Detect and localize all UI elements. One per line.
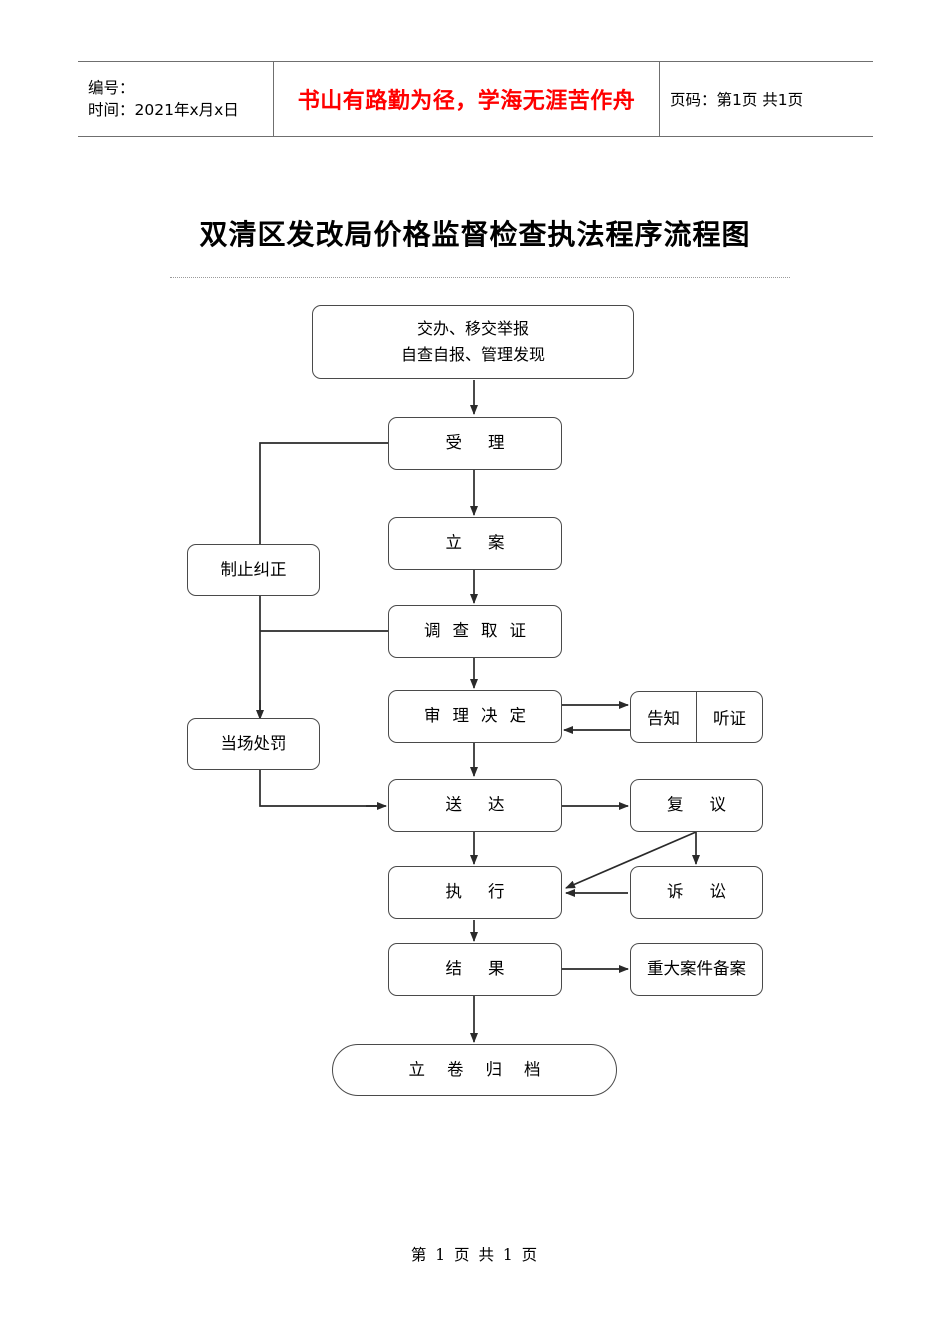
page-title: 双清区发改局价格监督检查执法程序流程图 xyxy=(199,218,751,251)
node-notify[interactable]: 告知 xyxy=(631,692,697,742)
node-accept[interactable]: 受理 xyxy=(388,417,562,470)
node-major-case-record[interactable]: 重大案件备案 xyxy=(630,943,763,996)
node-litigation[interactable]: 诉讼 xyxy=(630,866,763,919)
node-stop-correct[interactable]: 制止纠正 xyxy=(187,544,320,596)
node-archive[interactable]: 立卷归档 xyxy=(332,1044,617,1096)
header-cell-motto: 书山有路勤为径，学海无涯苦作舟 xyxy=(274,62,660,136)
header-cell-pagination: 页码：第1页 共1页 xyxy=(660,62,873,136)
node-source-line2: 自查自报、管理发现 xyxy=(400,345,545,364)
header-id-label: 编号： xyxy=(88,78,135,97)
header-page-info: 页码：第1页 共1页 xyxy=(670,91,804,109)
node-file-case[interactable]: 立案 xyxy=(388,517,562,570)
node-on-spot-penalty[interactable]: 当场处罚 xyxy=(187,718,320,770)
node-result[interactable]: 结果 xyxy=(388,943,562,996)
header-motto: 书山有路勤为径，学海无涯苦作舟 xyxy=(297,88,636,114)
node-investigate[interactable]: 调查取证 xyxy=(388,605,562,658)
page-footer: 第 1 页 共 1 页 xyxy=(410,1246,540,1264)
title-dotted-rule xyxy=(170,277,790,278)
node-hearing[interactable]: 听证 xyxy=(713,709,746,728)
node-notify-hearing[interactable]: 告知 听证 xyxy=(630,691,763,743)
document-header-table: 编号： 时间：2021年x月x日 书山有路勤为径，学海无涯苦作舟 页码：第1页 … xyxy=(78,61,873,137)
header-time-label: 时间：2021年x月x日 xyxy=(88,101,239,119)
node-execute[interactable]: 执行 xyxy=(388,866,562,919)
header-cell-meta: 编号： 时间：2021年x月x日 xyxy=(78,62,274,136)
node-source[interactable]: 交办、移交举报 自查自报、管理发现 xyxy=(312,305,634,379)
node-deliver[interactable]: 送达 xyxy=(388,779,562,832)
node-reconsider[interactable]: 复议 xyxy=(630,779,763,832)
node-source-line1: 交办、移交举报 xyxy=(416,319,529,339)
node-review-decide[interactable]: 审理决定 xyxy=(388,690,562,743)
